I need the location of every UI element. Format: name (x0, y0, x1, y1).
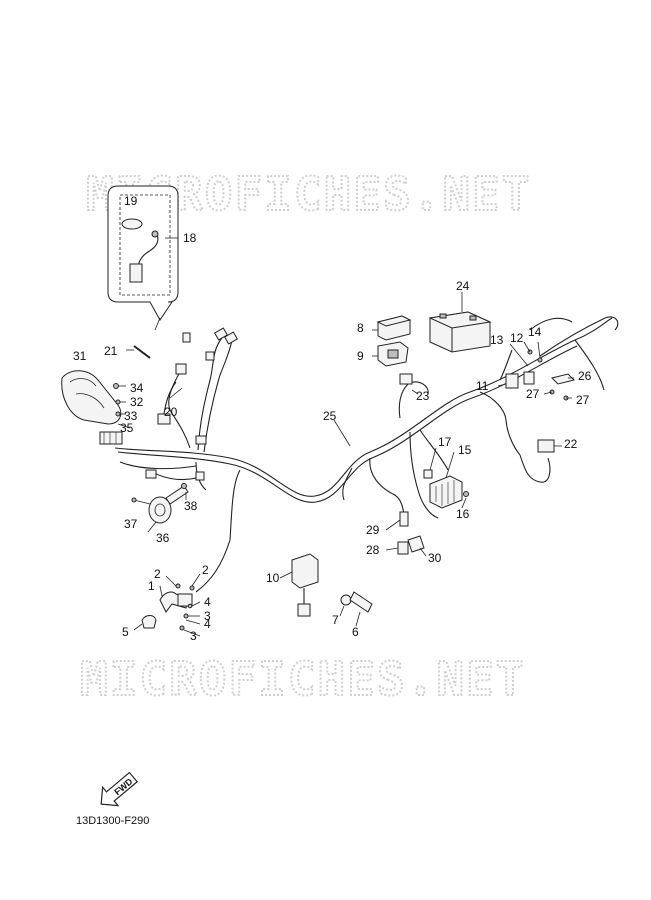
grommet-part-19 (121, 218, 143, 230)
callout-34: 34 (130, 381, 144, 395)
main-wire-harness (114, 316, 619, 593)
callout-20: 20 (164, 405, 178, 419)
forward-arrow-icon: FWD (100, 771, 139, 807)
callout-10: 10 (266, 571, 280, 585)
leader-lines (117, 292, 574, 637)
callout-27b: 27 (576, 393, 590, 407)
connector-part-35 (99, 431, 123, 445)
callout-9: 9 (357, 349, 364, 363)
meter-assembly-part-31 (61, 370, 122, 425)
callout-4a: 4 (204, 595, 211, 609)
callout-6: 6 (352, 625, 359, 639)
callout-18: 18 (183, 231, 197, 245)
callout-31: 31 (73, 349, 87, 363)
callout-17: 17 (438, 435, 452, 449)
callout-14: 14 (528, 325, 542, 339)
callout-36: 36 (156, 531, 170, 545)
callout-27a: 27 (526, 387, 540, 401)
callout-8: 8 (357, 321, 364, 335)
callout-2a: 2 (154, 567, 161, 581)
battery-part-24 (428, 311, 492, 353)
regulator-part-15 (423, 469, 469, 509)
lead-part-18 (129, 263, 143, 283)
callout-19: 19 (124, 194, 138, 208)
callout-16: 16 (456, 507, 470, 521)
diagram-code: 13D1300-F290 (76, 815, 149, 827)
relay-bracket-part-1 (141, 583, 195, 631)
callout-38: 38 (184, 499, 198, 513)
callout-22: 22 (564, 437, 578, 451)
callout-13: 13 (490, 333, 504, 347)
callout-23: 23 (416, 389, 430, 403)
sensor-group-28-30 (397, 511, 425, 555)
ignition-coil-part-10 (291, 553, 319, 617)
callout-25: 25 (323, 409, 337, 423)
callout-21: 21 (104, 344, 118, 358)
callout-32: 32 (130, 395, 144, 409)
watermark-bottom: MICROFICHES.NET (80, 652, 525, 706)
bolt-part-16 (463, 491, 469, 497)
connector-part-22 (537, 439, 555, 453)
callout-7: 7 (332, 613, 339, 627)
switch-part-6-7 (340, 591, 373, 613)
harness-connectors (145, 327, 239, 481)
callout-15: 15 (458, 443, 472, 457)
callout-1: 1 (148, 579, 155, 593)
connector-part-17 (423, 469, 433, 479)
ecu-part-8 (376, 315, 412, 341)
callout-11: 11 (476, 379, 489, 393)
callout-24: 24 (456, 279, 470, 293)
callout-5: 5 (122, 625, 129, 639)
band-part-21 (133, 345, 151, 359)
callout-12: 12 (510, 331, 524, 345)
bracket-part-26 (551, 373, 575, 385)
callout-30: 30 (428, 551, 442, 565)
callout-3b: 3 (190, 629, 197, 643)
connector-part-23 (399, 373, 413, 385)
cover-part-9 (377, 341, 409, 367)
callout-28: 28 (366, 543, 380, 557)
callout-4b: 4 (204, 617, 211, 631)
callout-29: 29 (366, 523, 380, 537)
callout-35: 35 (120, 421, 134, 435)
callout-26: 26 (578, 369, 592, 383)
callout-3a: 3 (204, 609, 211, 623)
horn-part-36 (131, 483, 189, 524)
callout-37: 37 (124, 517, 138, 531)
callout-2b: 2 (202, 563, 209, 577)
screws-32-33-34 (113, 383, 126, 417)
callout-33: 33 (124, 409, 138, 423)
inset-box (107, 185, 179, 331)
